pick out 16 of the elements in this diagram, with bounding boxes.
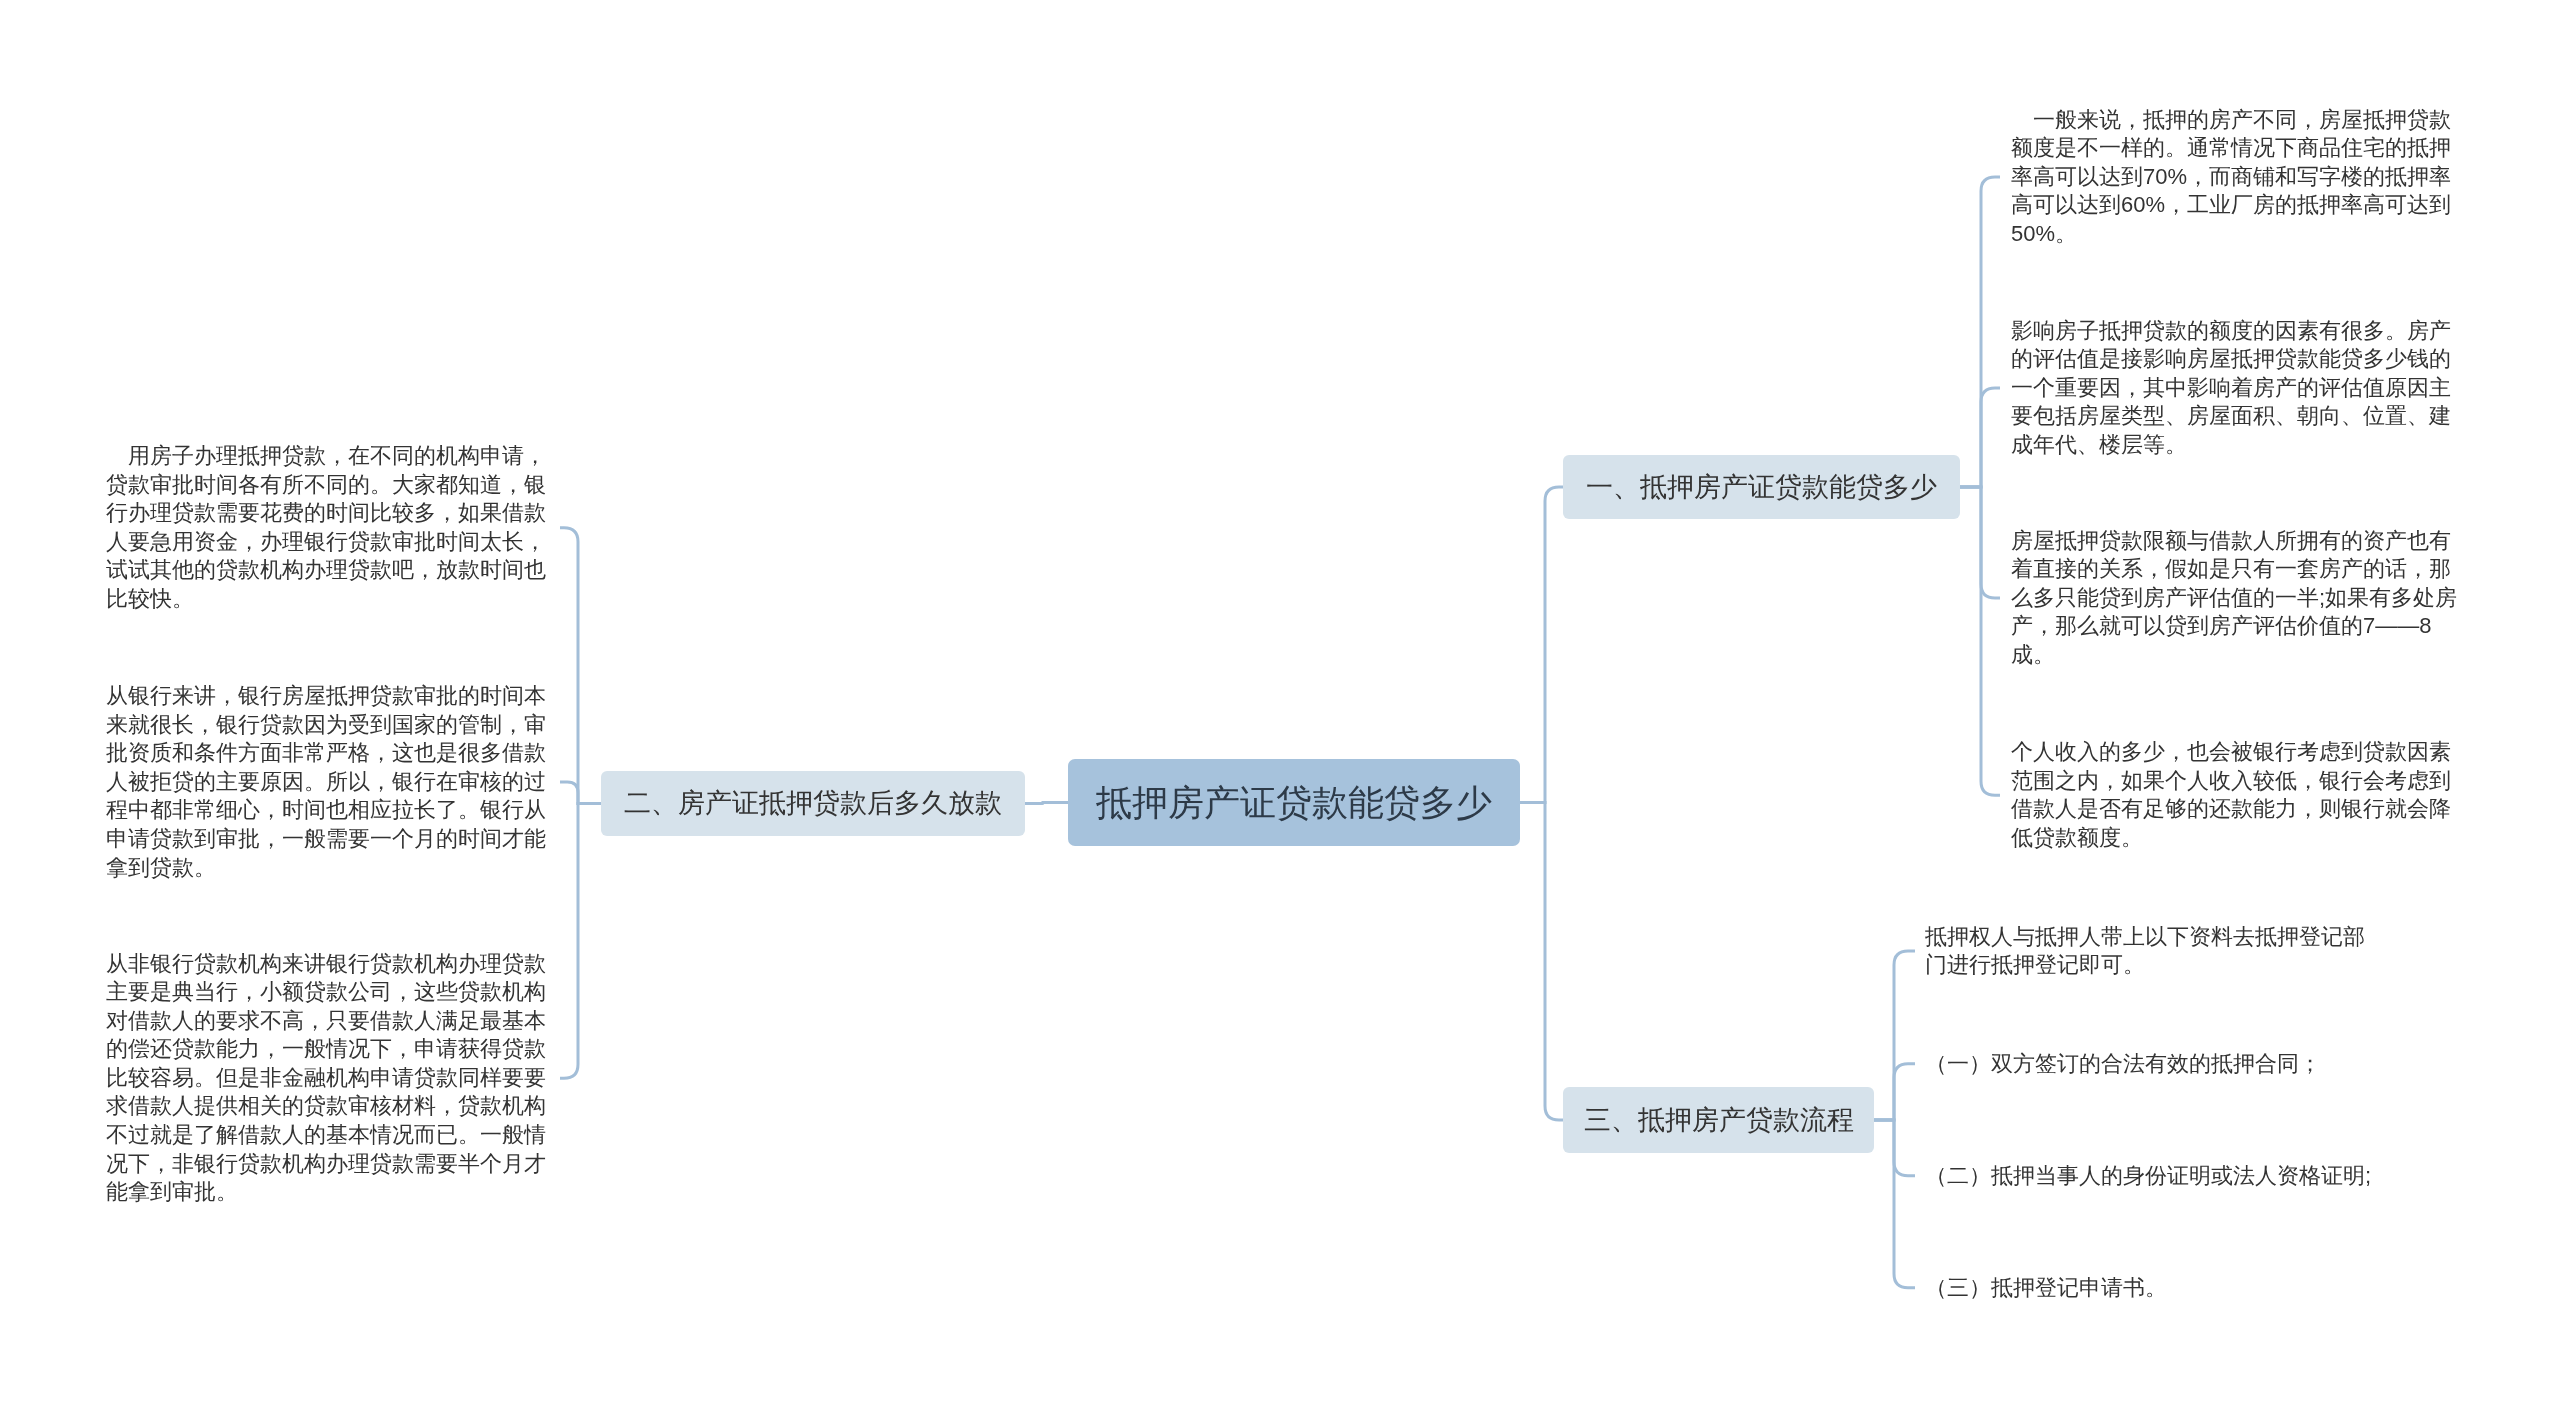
note-text: 用房子办理抵押贷款，在不同的机构申请，贷款审批时间各有所不同的。大家都知道，银行办理贷款需要花费的时间比较多，如果借款人要急用资金，办理银行贷款审批时间太长，试试其他的贷款机构办理贷款吧，放款时间也比较快。 [106, 442, 560, 614]
note-text: 一般来说，抵押的房产不同，房屋抵押贷款额度是不一样的。通常情况下商品住宅的抵押率高可以达到70%，而商铺和写字楼的抵押率高可以达到60%，工业厂房的抵押率高可达到50%。 [2000, 105, 2459, 249]
note-text: 抵押权人与抵押人带上以下资料去抵押登记部门进行抵押登记即可。 [1915, 922, 2373, 980]
note-text: 从非银行贷款机构来讲银行贷款机构办理贷款主要是典当行，小额贷款公司，这些贷款机构对借款人的要求不高，只要借款人满足最基本的偿还贷款能力，一般情况下，申请获得贷款比较容易。但是非金融机构申请贷款同样要要求借款人提供相关的贷款审核材料，贷款机构不过就是了解借款人的基本情况而已。一般情况下，非银行贷款机构办理贷款需要半个月才能拿到审批。 [106, 949, 560, 1207]
subtopic-box: 三、抵押房产贷款流程 [1563, 1087, 1874, 1153]
note-text: 房屋抵押贷款限额与借款人所拥有的资产也有着直接的关系，假如是只有一套房产的话，那么多只能贷到房产评估值的一半;如果有多处房产，那么就可以贷到房产评估价值的7——8成。 [2000, 526, 2459, 670]
subtopic-box: 一、抵押房产证贷款能贷多少 [1563, 455, 1960, 519]
note-text: 从银行来讲，银行房屋抵押贷款审批的时间本来就很长，银行贷款因为受到国家的管制，审批资质和条件方面非常严格，这也是很多借款人被拒贷的主要原因。所以，银行在审核的过程中都非常细心，时间也相应拉长了。银行从申请贷款到审批，一般需要一个月的时间才能拿到贷款。 [106, 682, 560, 883]
note-text: （一）双方签订的合法有效的抵押合同； [1915, 1049, 2373, 1079]
note-text: 个人收入的多少，也会被银行考虑到贷款因素范围之内，如果个人收入较低，银行会考虑到借款人是否有足够的还款能力，则银行就会降低贷款额度。 [2000, 738, 2459, 853]
connector-line [1025, 801, 1068, 805]
subtopic-box: 二、房产证抵押贷款后多久放款 [601, 771, 1025, 836]
note-text: （三）抵押登记申请书。 [1915, 1273, 2373, 1303]
note-text: （二）抵押当事人的身份证明或法人资格证明; [1915, 1161, 2373, 1191]
topic-box: 抵押房产证贷款能贷多少 [1068, 759, 1520, 846]
note-text: 影响房子抵押贷款的额度的因素有很多。房产的评估值是接影响房屋抵押贷款能贷多少钱的一个重要因，其中影响着房产的评估值原因主要包括房屋类型、房屋面积、朝向、位置、建成年代、楼层等。 [2000, 316, 2459, 460]
